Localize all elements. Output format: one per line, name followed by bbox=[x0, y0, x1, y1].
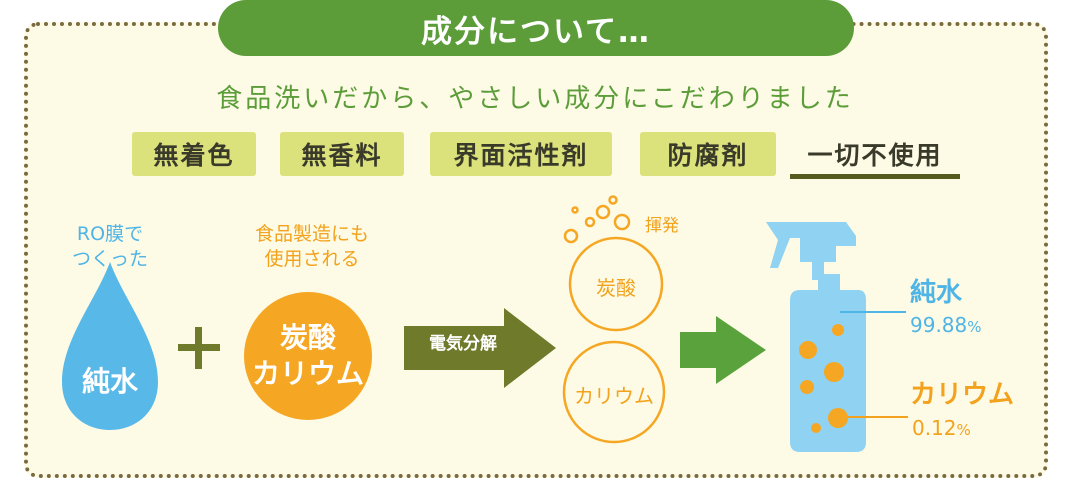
potassium-name: カリウム bbox=[910, 380, 1015, 410]
potassium-carbonate-label: 炭酸 カリウム bbox=[244, 320, 372, 392]
result-arrow-icon bbox=[680, 316, 766, 384]
water-drop-icon bbox=[62, 262, 158, 430]
potassium-ring bbox=[562, 340, 666, 444]
tag-no-coloring: 無着色 bbox=[132, 132, 256, 176]
volatilize-label: 揮発 bbox=[645, 216, 679, 236]
bubbles-icon bbox=[563, 195, 631, 244]
pure-water-percent: 99.88% bbox=[910, 313, 982, 337]
water-note: RO膜で つくった bbox=[50, 222, 170, 272]
plus-icon bbox=[178, 327, 220, 369]
pure-water-label: 純水 bbox=[81, 365, 138, 398]
electrolysis-arrow-icon bbox=[404, 308, 556, 388]
tag-no-surfactant: 界面活性剤 bbox=[430, 132, 612, 176]
pure-water-unit: % bbox=[967, 318, 982, 336]
potassium-carbonate-line-1: 炭酸 bbox=[279, 321, 336, 354]
water-note-line-1: RO膜で bbox=[76, 223, 144, 245]
tag-no-preservative: 防腐剤 bbox=[640, 132, 776, 176]
bottle-potassium-dots bbox=[799, 324, 848, 433]
potassium-carbonate-circle bbox=[244, 292, 372, 420]
carbonic-acid-label: 炭酸 bbox=[596, 276, 636, 300]
tag-no-fragrance: 無香料 bbox=[280, 132, 404, 176]
potassium-carbonate-line-2: カリウム bbox=[251, 357, 364, 390]
pure-water-value: 99.88 bbox=[910, 313, 968, 337]
section-title: 成分について… bbox=[218, 0, 854, 56]
subtitle: 食品洗いだから、やさしい成分にこだわりました bbox=[216, 84, 854, 114]
tag-not-used-at-all: 一切不使用 bbox=[790, 134, 960, 179]
water-note-line-2: つくった bbox=[71, 248, 148, 270]
potassium-note: 食品製造にも 使用される bbox=[232, 222, 392, 272]
content-panel bbox=[24, 22, 1048, 478]
pure-water-name: 純水 bbox=[910, 278, 963, 308]
carbonic-acid-ring bbox=[568, 236, 664, 332]
potassium-note-line-1: 食品製造にも bbox=[254, 223, 369, 245]
potassium-unit: % bbox=[956, 421, 971, 439]
potassium-value: 0.12 bbox=[912, 416, 957, 440]
potassium-percent: 0.12% bbox=[912, 416, 971, 440]
electrolysis-label: 電気分解 bbox=[429, 334, 497, 354]
potassium-label: カリウム bbox=[574, 384, 654, 408]
potassium-note-line-2: 使用される bbox=[264, 248, 360, 270]
